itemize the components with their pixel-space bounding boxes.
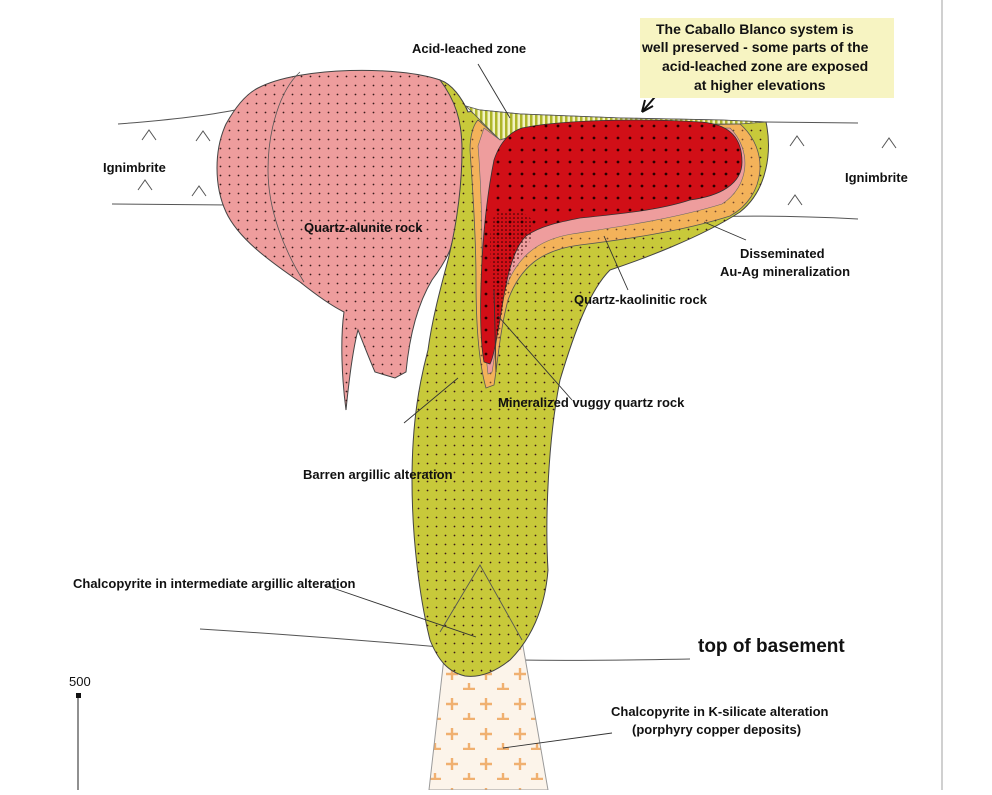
callout-line3: acid-leached zone are exposed bbox=[662, 58, 868, 74]
callout-line4: at higher elevations bbox=[694, 77, 826, 93]
callout-highlight bbox=[640, 18, 894, 98]
basement-line-right bbox=[519, 658, 691, 661]
vuggy-quartz-dots bbox=[480, 120, 742, 364]
callout-line2: well preserved - some parts of the bbox=[641, 39, 869, 55]
label-chalcopyrite-intermediate: Chalcopyrite in intermediate argillic al… bbox=[73, 576, 356, 591]
label-chalcopyrite-k-line2: (porphyry copper deposits) bbox=[632, 722, 801, 737]
label-quartz-kaolinitic: Quartz-kaolinitic rock bbox=[574, 292, 708, 307]
scale-bar-label: 500 bbox=[69, 674, 91, 689]
label-chalcopyrite-k-line1: Chalcopyrite in K-silicate alteration bbox=[611, 704, 829, 719]
leader-lines bbox=[323, 63, 747, 749]
intermediate-argillic-contour bbox=[439, 564, 523, 641]
callout-line1: The Caballo Blanco system is bbox=[656, 21, 854, 37]
ignimbrite-bottom-line-left bbox=[111, 203, 231, 206]
scale-bar-tick bbox=[76, 693, 81, 698]
label-top-of-basement: top of basement bbox=[698, 636, 845, 657]
alunite-inner-contour bbox=[267, 71, 305, 283]
label-quartz-alunite: Quartz-alunite rock bbox=[304, 220, 423, 235]
label-barren-argillic: Barren argillic alteration bbox=[303, 467, 453, 482]
ignimbrite-top-line-left bbox=[117, 109, 236, 125]
ignimbrite-symbols bbox=[137, 129, 897, 206]
ignimbrite-top-line-right bbox=[765, 121, 859, 124]
vuggy-quartz-dense-core bbox=[490, 210, 533, 340]
label-ignimbrite-left: Ignimbrite bbox=[103, 160, 166, 175]
quartz-alunite-dots bbox=[217, 70, 470, 410]
label-disseminated-line1: Disseminated bbox=[740, 246, 825, 261]
label-acid-leached-zone: Acid-leached zone bbox=[412, 41, 526, 56]
label-disseminated-line2: Au-Ag mineralization bbox=[720, 264, 850, 279]
label-ignimbrite-right: Ignimbrite bbox=[845, 170, 908, 185]
basement-line-left bbox=[199, 628, 441, 648]
label-vuggy-quartz: Mineralized vuggy quartz rock bbox=[498, 395, 685, 410]
